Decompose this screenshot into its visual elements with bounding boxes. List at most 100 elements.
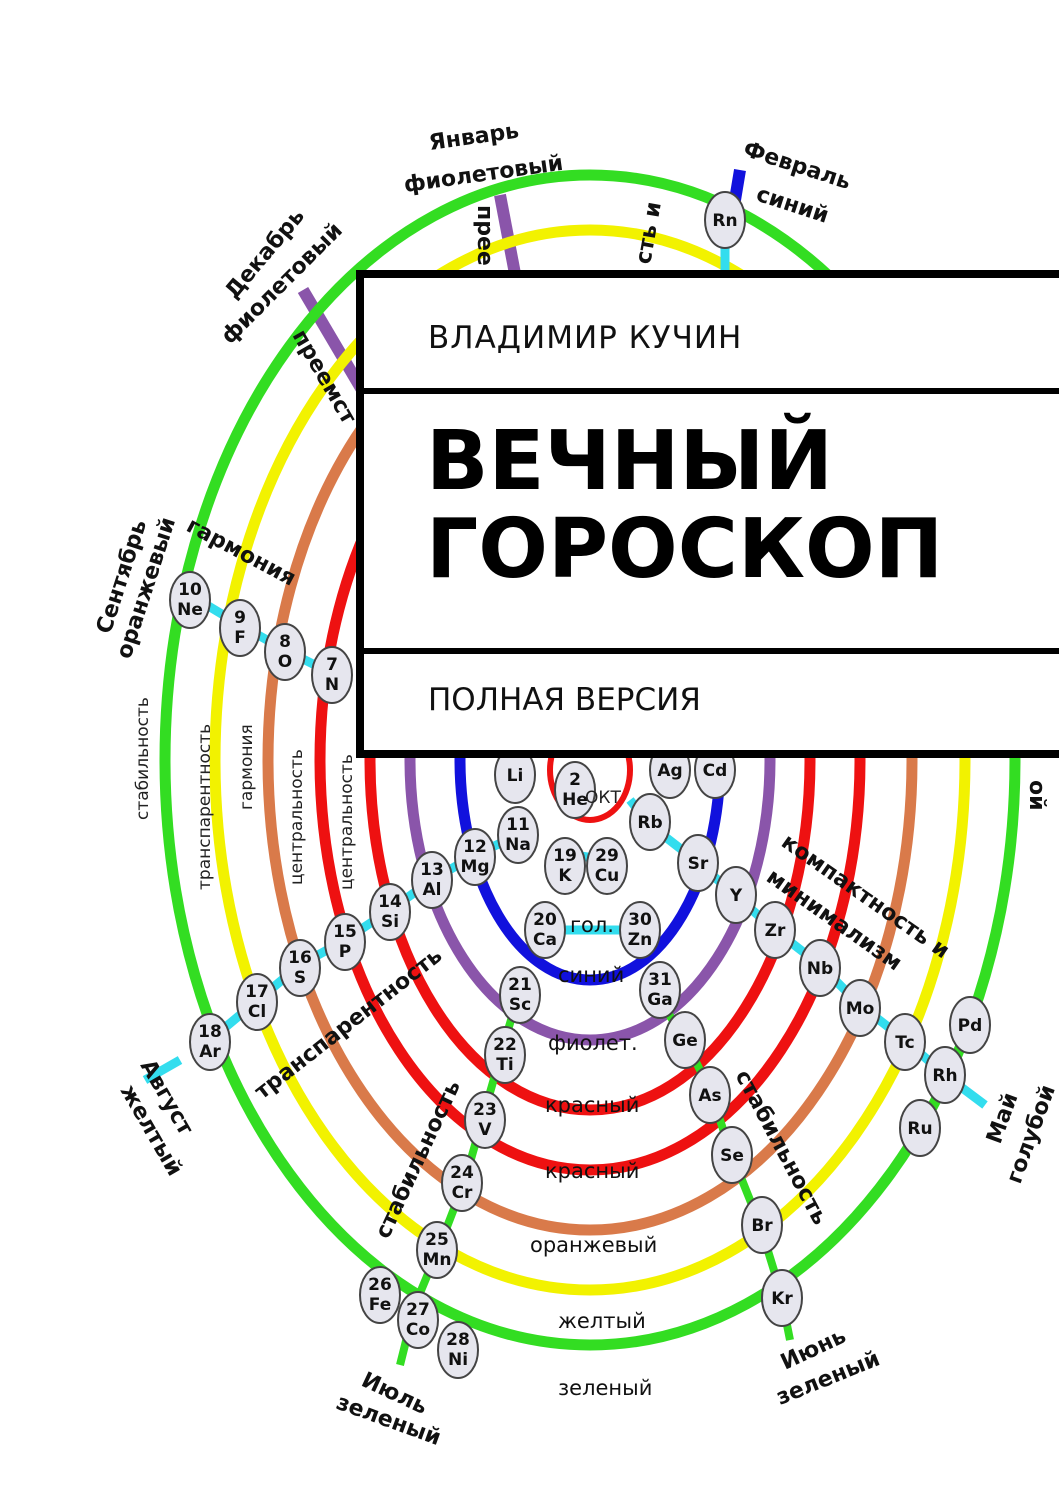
element-node-as: As bbox=[689, 1066, 731, 1124]
feb-spoke bbox=[729, 169, 746, 201]
element-number: 22 bbox=[493, 1035, 517, 1055]
element-node-br: Br bbox=[741, 1196, 783, 1254]
element-number: 25 bbox=[425, 1230, 449, 1250]
element-node-ge: Ge bbox=[664, 1011, 706, 1069]
divider-top bbox=[364, 388, 1059, 394]
element-symbol: Rh bbox=[932, 1066, 957, 1086]
element-number: 20 bbox=[533, 910, 557, 930]
element-symbol: Zn bbox=[628, 930, 652, 950]
svg-text:ой: ой bbox=[1024, 780, 1049, 811]
element-number: 13 bbox=[420, 860, 444, 880]
element-symbol: Cd bbox=[703, 761, 728, 781]
element-symbol: Nb bbox=[807, 959, 833, 979]
element-symbol: V bbox=[478, 1120, 492, 1140]
ring-green bbox=[159, 169, 1021, 1351]
element-symbol: Cu bbox=[595, 866, 620, 886]
element-number: 29 bbox=[595, 846, 619, 866]
svg-text:сть и: сть и bbox=[631, 200, 667, 266]
ring-label-fiolet: фиолет. bbox=[548, 1031, 638, 1055]
element-symbol: Mg bbox=[460, 857, 489, 877]
svg-text:стабильность: стабильность bbox=[133, 697, 153, 820]
element-symbol: Ca bbox=[533, 930, 557, 950]
ring-label-krasniy-2: красный bbox=[545, 1159, 639, 1183]
word-stabilnost-vertical: стабильность bbox=[133, 697, 153, 820]
element-number: 30 bbox=[628, 910, 652, 930]
month-jan: Январь bbox=[427, 119, 520, 156]
ring-label-zheltiy: желтый bbox=[558, 1309, 646, 1333]
author-name: ВЛАДИМИР КУЧИН bbox=[428, 320, 743, 356]
element-node-k: 19K bbox=[544, 837, 586, 895]
element-node-pd: Pd bbox=[949, 996, 991, 1054]
element-symbol: Li bbox=[507, 766, 524, 786]
element-symbol: Cl bbox=[248, 1002, 266, 1022]
element-number: 19 bbox=[553, 846, 577, 866]
word-garmoniya-vertical: гармония bbox=[237, 724, 257, 810]
element-symbol: S bbox=[294, 968, 306, 988]
ring-label-krasniy-1: красный bbox=[545, 1093, 639, 1117]
element-node-kr: Kr bbox=[761, 1269, 803, 1327]
element-number: 24 bbox=[450, 1163, 474, 1183]
element-symbol: Ga bbox=[647, 990, 672, 1010]
element-number: 23 bbox=[473, 1100, 497, 1120]
element-symbol: Ag bbox=[657, 761, 682, 781]
book-title-line-2: ГОРОСКОП bbox=[426, 502, 944, 597]
element-symbol: Tc bbox=[895, 1033, 914, 1053]
word-st-i: сть и bbox=[631, 200, 667, 266]
element-symbol: Ni bbox=[448, 1350, 468, 1370]
element-symbol: Br bbox=[751, 1216, 773, 1236]
element-symbol: Se bbox=[720, 1146, 744, 1166]
element-node-p: 15P bbox=[324, 913, 366, 971]
svg-text:фиолет.: фиолет. bbox=[548, 1031, 638, 1055]
element-number: 8 bbox=[279, 632, 291, 652]
element-symbol: Mn bbox=[422, 1250, 451, 1270]
element-node-nb: Nb bbox=[799, 939, 841, 997]
element-number: 7 bbox=[326, 655, 338, 675]
element-node-mo: Mo bbox=[839, 979, 881, 1037]
svg-text:центральность: центральность bbox=[337, 754, 357, 890]
element-symbol: K bbox=[558, 866, 572, 886]
book-title-line-1: ВЕЧНЫЙ bbox=[426, 414, 833, 509]
element-number: 27 bbox=[406, 1300, 430, 1320]
word-centralnost-vertical-2: центральность bbox=[337, 754, 357, 890]
element-number: 14 bbox=[378, 892, 402, 912]
ring-label-siniy: синий bbox=[558, 963, 624, 987]
element-symbol: Rn bbox=[712, 211, 737, 231]
element-number: 9 bbox=[234, 608, 246, 628]
element-node-s: 16S bbox=[279, 939, 321, 997]
element-symbol: Na bbox=[505, 835, 531, 855]
svg-text:транспарентность: транспарентность bbox=[195, 724, 215, 890]
element-node-tc: Tc bbox=[884, 1013, 926, 1071]
element-node-sr: Sr bbox=[677, 834, 719, 892]
element-number: 18 bbox=[198, 1022, 222, 1042]
svg-text:зеленый: зеленый bbox=[558, 1376, 652, 1400]
element-number: 11 bbox=[506, 815, 530, 835]
element-node-he: 2He bbox=[554, 761, 596, 819]
month-feb: Февраль bbox=[740, 137, 854, 195]
word-oy-partial: ой bbox=[1024, 780, 1049, 811]
element-node-n: 7N bbox=[311, 646, 353, 704]
title-panel: ВЛАДИМИР КУЧИН ВЕЧНЫЙ ГОРОСКОП ПОЛНАЯ ВЕ… bbox=[356, 270, 1059, 758]
svg-text:гол.: гол. bbox=[570, 913, 614, 937]
book-title: ВЕЧНЫЙ ГОРОСКОП bbox=[426, 418, 943, 594]
ring-label-okt: ОКТ bbox=[585, 788, 621, 808]
svg-text:Февраль: Февраль bbox=[740, 137, 854, 195]
element-symbol: P bbox=[339, 942, 351, 962]
element-node-rn: Rn bbox=[704, 191, 746, 249]
element-symbol: He bbox=[562, 790, 588, 810]
word-transparentnost-vertical: транспарентность bbox=[195, 724, 215, 890]
ring-label-gol: гол. bbox=[570, 913, 614, 937]
